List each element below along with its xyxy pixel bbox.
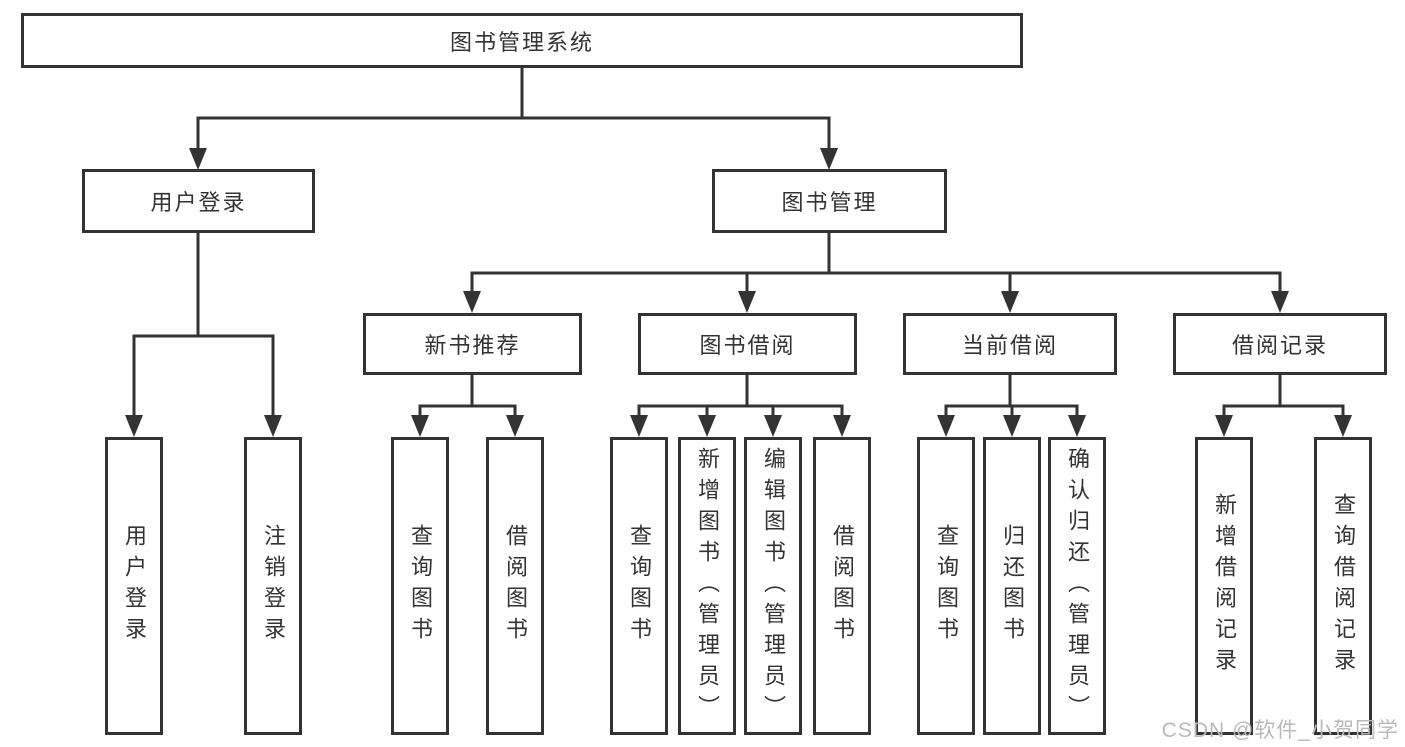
node-query-books-2: 查询图书 [610,437,668,735]
node-add-borrow-record: 新增借阅记录 [1195,437,1253,735]
node-return-books: 归还图书 [983,437,1041,735]
node-label: 借阅图书 [503,524,528,648]
node-label: 注销登录 [261,524,286,648]
node-label: 新增图书（管理员） [695,446,720,726]
node-book-management: 图书管理 [712,169,947,233]
node-label: 查询图书 [934,524,959,648]
csdn-watermark: CSDN @软件_小贺同学 [1161,719,1399,742]
node-label: 图书管理系统 [449,29,594,55]
node-label: 新书推荐 [424,333,521,358]
node-label: 图书借阅 [699,333,796,358]
node-borrow-books-2: 借阅图书 [813,437,871,735]
node-borrowing-records: 借阅记录 [1173,313,1387,375]
node-current-borrowing: 当前借阅 [903,313,1117,375]
node-query-books-3: 查询图书 [917,437,975,735]
node-label: 查询图书 [408,524,433,648]
node-label: 确认归还（管理员） [1065,446,1090,726]
node-book-borrowing: 图书借阅 [638,313,857,375]
node-query-books-1: 查询图书 [391,437,449,735]
node-user-login: 用户登录 [82,169,315,233]
node-label: 查询图书 [627,524,652,648]
node-logout: 注销登录 [244,437,302,735]
node-library-management-system: 图书管理系统 [21,13,1023,68]
node-query-borrow-record: 查询借阅记录 [1314,437,1372,735]
node-label: 用户登录 [122,524,147,648]
node-label: 当前借阅 [961,333,1058,358]
node-label: 查询借阅记录 [1331,493,1356,679]
node-new-book-recommendation: 新书推荐 [363,313,582,375]
node-label: 借阅记录 [1231,333,1328,358]
node-label: 编辑图书（管理员） [761,446,786,726]
node-edit-books-admin: 编辑图书（管理员） [744,437,802,735]
node-borrow-books-1: 借阅图书 [486,437,544,735]
node-confirm-return-admin: 确认归还（管理员） [1048,437,1106,735]
node-label: 借阅图书 [830,524,855,648]
node-label: 图书管理 [781,190,878,215]
node-add-books-admin: 新增图书（管理员） [678,437,736,735]
node-user-login-leaf: 用户登录 [105,437,163,735]
node-label: 新增借阅记录 [1212,493,1237,679]
node-label: 归还图书 [1000,524,1025,648]
node-label: 用户登录 [150,190,247,215]
